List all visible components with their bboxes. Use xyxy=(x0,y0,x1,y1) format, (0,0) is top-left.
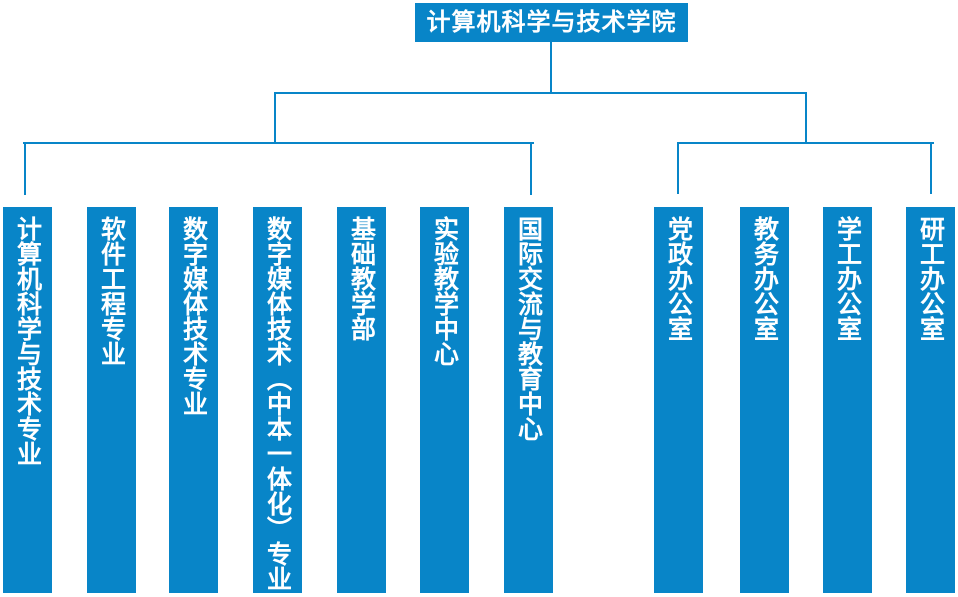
node-label: 教务办公室 xyxy=(750,216,779,341)
node-label: 国际交流与教育中心 xyxy=(514,216,543,441)
connector-right-group-stub-first xyxy=(677,144,679,194)
node-international-exchange-education-center: 国际交流与教育中心 xyxy=(504,207,553,593)
node-software-engineering-major: 软件工程专业 xyxy=(87,207,136,593)
node-graduate-affairs-office: 研工办公室 xyxy=(906,207,955,593)
node-label: 实验教学中心 xyxy=(430,216,459,366)
node-academic-affairs-office: 教务办公室 xyxy=(740,207,789,593)
node-label: 软件工程专业 xyxy=(97,216,126,366)
node-party-government-office: 党政办公室 xyxy=(654,207,703,593)
node-label: 研工办公室 xyxy=(916,216,945,341)
node-experimental-teaching-center: 实验教学中心 xyxy=(420,207,469,593)
node-computer-science-major: 计算机科学与技术专业 xyxy=(3,207,52,593)
node-basic-teaching-department: 基础教学部 xyxy=(337,207,386,593)
connector-right-group-horizontal xyxy=(677,142,934,144)
node-digital-media-major: 数字媒体技术专业 xyxy=(169,207,218,593)
node-label: 数字媒体技术专业 xyxy=(179,216,208,416)
connector-left-group-horizontal xyxy=(23,142,534,144)
node-label: 基础教学部 xyxy=(347,216,376,341)
node-label: 学工办公室 xyxy=(833,216,862,341)
node-label: 计算机科学与技术专业 xyxy=(13,216,42,466)
connector-right-branch-vertical xyxy=(805,92,807,144)
node-digital-media-integrated-major: 数字媒体技术（中本一体化）专业 xyxy=(253,207,302,593)
connector-level1-horizontal xyxy=(274,92,807,94)
node-student-affairs-office: 学工办公室 xyxy=(823,207,872,593)
connector-left-group-stub-last xyxy=(530,144,532,195)
node-label: 数字媒体技术（中本一体化）专业 xyxy=(263,216,292,591)
connector-right-group-stub-last xyxy=(930,144,932,194)
node-root-label: 计算机科学与技术学院 xyxy=(426,9,677,36)
node-label: 党政办公室 xyxy=(664,216,693,341)
node-root: 计算机科学与技术学院 xyxy=(415,3,688,42)
connector-left-group-stub-first xyxy=(24,144,26,195)
connector-root-stub xyxy=(550,42,552,93)
connector-left-branch-vertical xyxy=(274,92,276,144)
